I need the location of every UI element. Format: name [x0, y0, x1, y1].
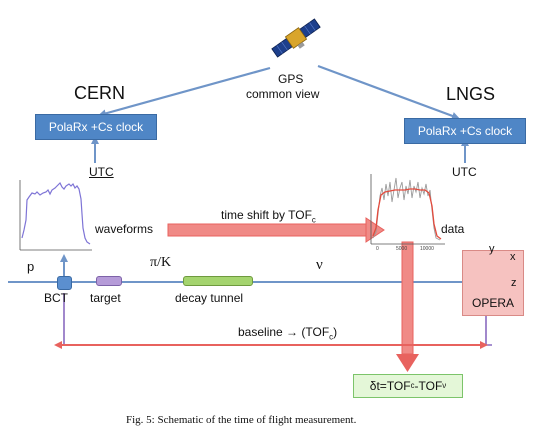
p-label: p [27, 259, 35, 274]
gps-label-line1: GPS [278, 72, 304, 86]
lngs-utc-label: UTC [452, 165, 477, 179]
target-component [96, 276, 122, 286]
time-shift-text: time shift by TOF [221, 208, 312, 222]
time-shift-arrow [167, 223, 367, 237]
gps-to-cern-arrow [98, 66, 271, 118]
nu-label: ν [316, 257, 323, 273]
opera-axis-y: y [489, 243, 495, 255]
baseline-link-right [485, 316, 492, 346]
figure-caption: Fig. 5: Schematic of the time of flight … [126, 414, 357, 426]
lngs-data-plot [370, 174, 445, 245]
baseline-text: baseline → (TOF [238, 325, 330, 339]
cern-clock-box: PolaRx +Cs clock [35, 114, 157, 140]
delta-arrow [401, 241, 414, 355]
lngs-fit-trace [372, 188, 442, 240]
data-label: data [441, 222, 465, 236]
bct-label: BCT [44, 291, 68, 305]
baseline-label: baseline → (TOFc) [238, 325, 338, 342]
opera-detector-box: OPERA [462, 250, 524, 316]
pik-label: π/K [150, 255, 172, 270]
lngs-tick-0: 0 [376, 246, 379, 252]
bct-component [57, 276, 72, 290]
gps-to-lngs-arrow [317, 64, 460, 120]
lngs-tick-2: 10000 [420, 246, 434, 252]
decay-tunnel-label: decay tunnel [175, 291, 244, 305]
waveforms-label: waveforms [95, 222, 154, 236]
satellite-icon [271, 18, 321, 58]
gps-label-line2: common view [246, 87, 320, 101]
delta-arrow-head [396, 354, 419, 372]
target-label: target [90, 291, 121, 305]
opera-axis-z: z [511, 277, 517, 289]
lngs-site-label: LNGS [446, 84, 496, 104]
lngs-tick-1: 5000 [396, 246, 408, 252]
cern-waveform-trace [21, 181, 91, 245]
baseline-close: ) [333, 325, 338, 339]
delta-t-middle: -TOF [414, 379, 443, 393]
delta-t-prefix: δt=TOF [369, 379, 411, 393]
baseline-sub: c [329, 332, 334, 342]
cern-site-label: CERN [74, 83, 126, 103]
opera-axis-x: x [510, 251, 516, 263]
time-shift-sub: c [311, 215, 316, 225]
cern-waveform-plot [19, 180, 92, 251]
time-shift-label: time shift by TOFc [221, 208, 316, 225]
lngs-clock-box: PolaRx +Cs clock [404, 118, 526, 144]
cern-utc-label: UTC [89, 165, 114, 179]
decay-tunnel-component [183, 276, 253, 286]
